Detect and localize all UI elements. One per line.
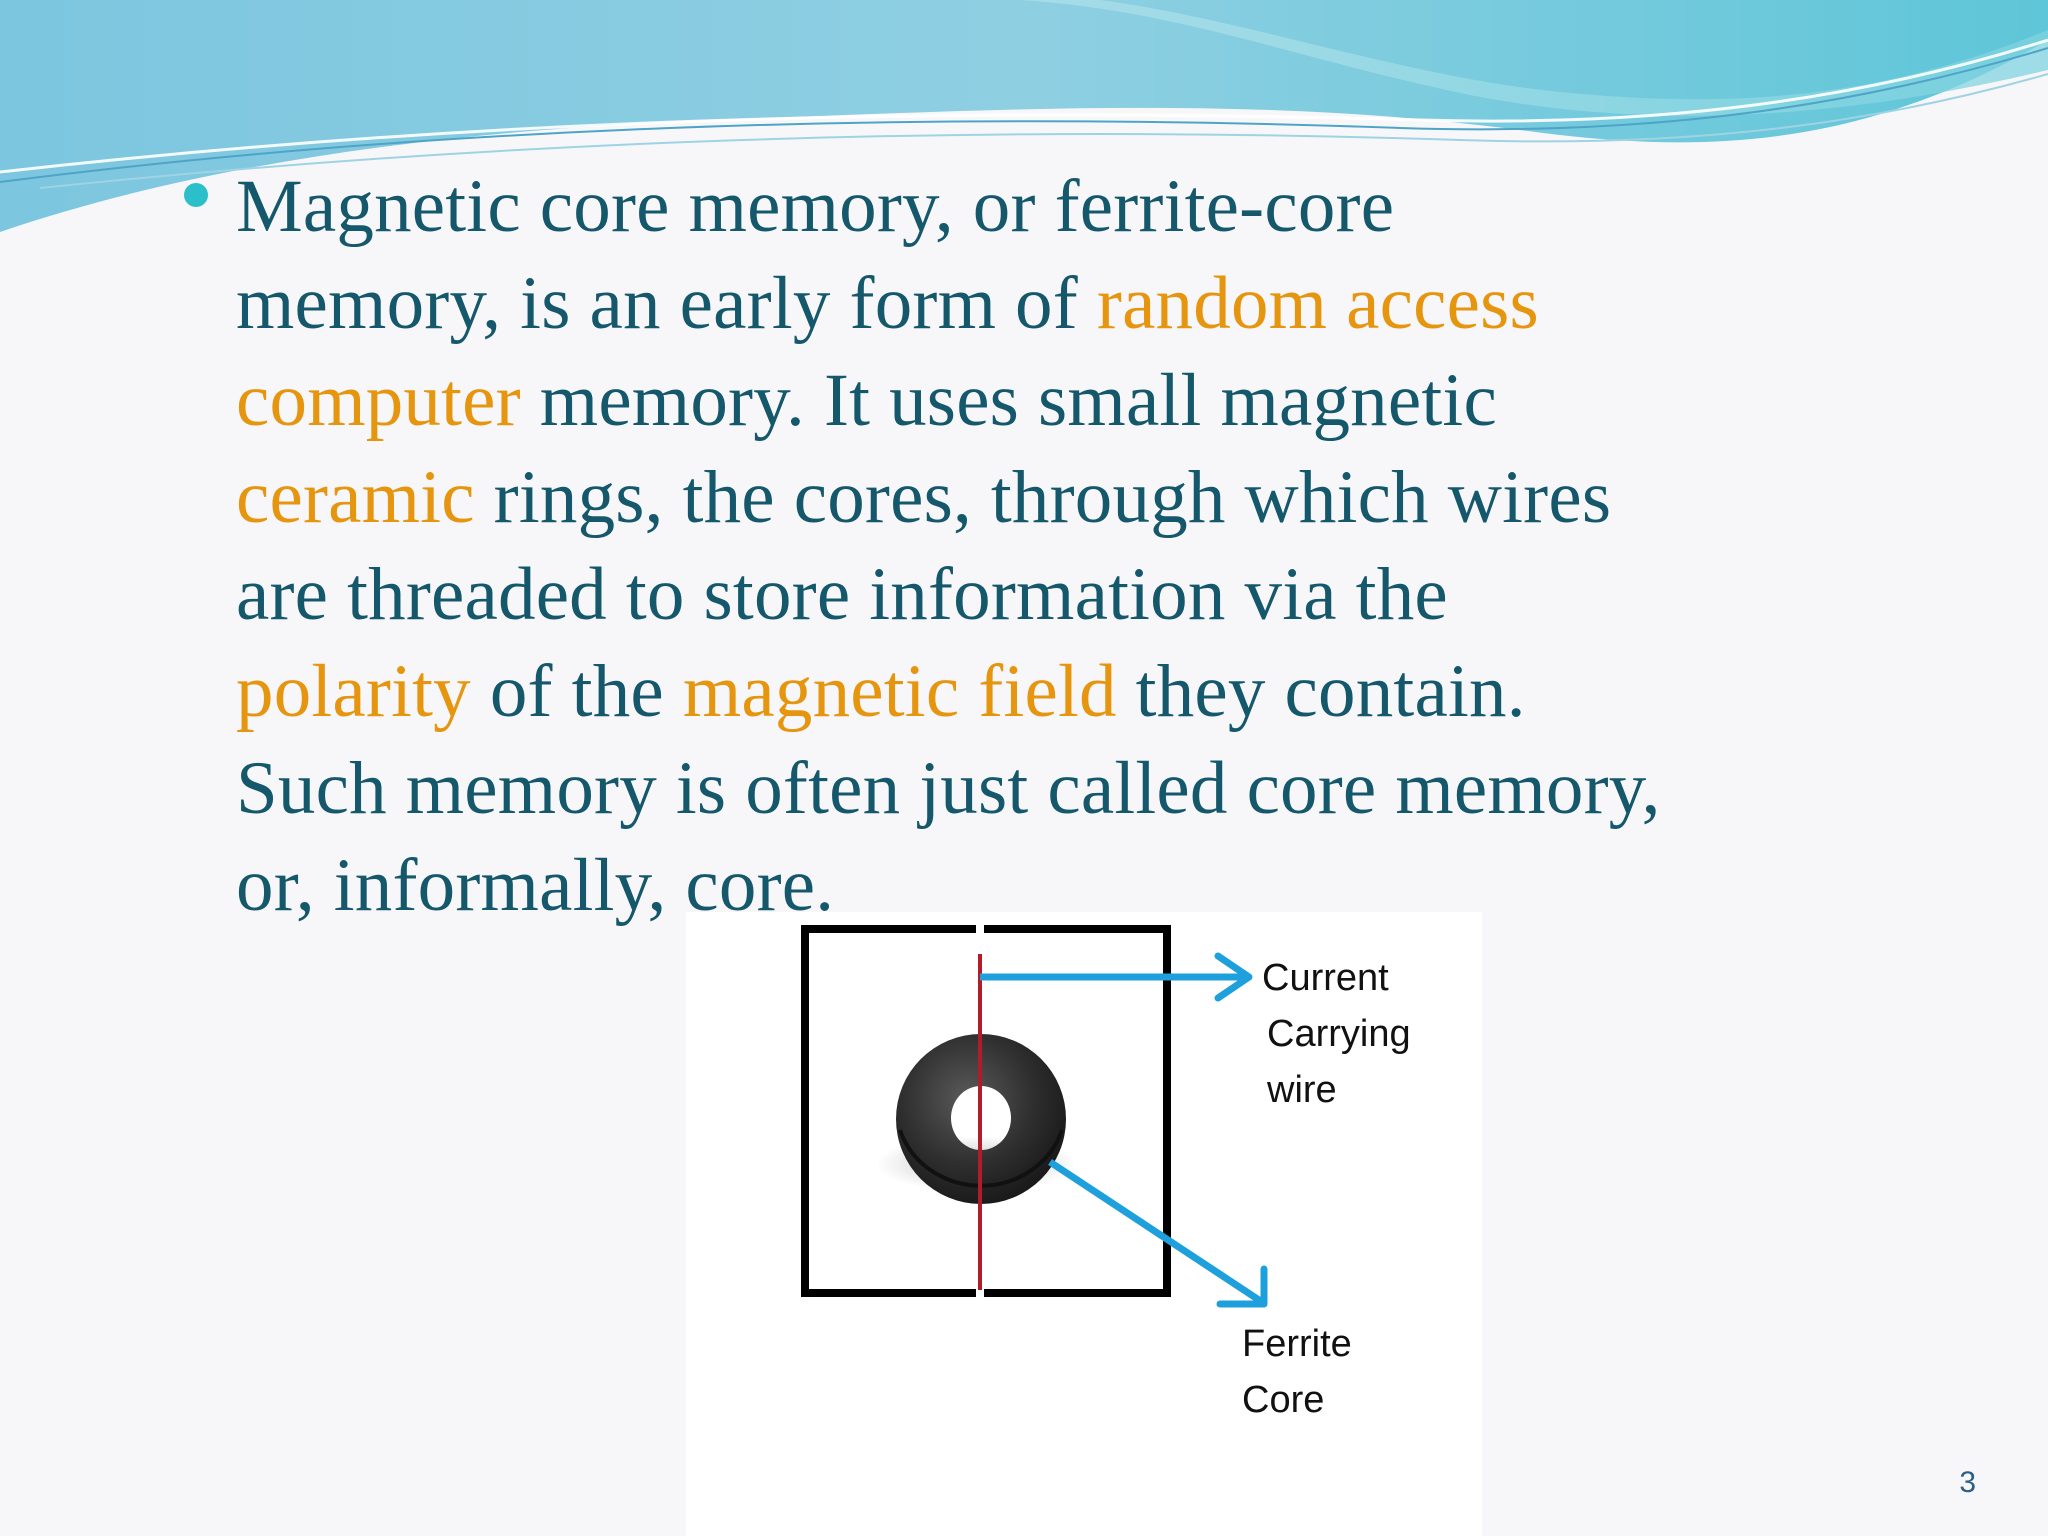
wave-line-2 bbox=[0, 38, 2048, 174]
wave-band-back bbox=[0, 0, 2048, 232]
diagram-frame bbox=[801, 925, 1171, 1297]
body-text-segment: Such memory is often just called core me… bbox=[236, 747, 1661, 830]
wave-band-front bbox=[0, 0, 2048, 116]
wave-header-decoration bbox=[0, 0, 2048, 232]
core-pointer-arrow-line bbox=[1048, 1159, 1264, 1305]
wave-line-1 bbox=[0, 47, 2048, 183]
wire-frame-gap-top bbox=[976, 922, 984, 936]
wire-label-line: Carrying bbox=[1267, 1013, 1411, 1055]
wire-pointer-arrowhead bbox=[1214, 952, 1253, 1002]
wire-frame-gap-bottom bbox=[976, 1286, 984, 1300]
paragraph-line: Magnetic core memory, or ferrite-core bbox=[236, 158, 1916, 255]
paragraph-line: are threaded to store information via th… bbox=[236, 546, 1916, 643]
body-text-segment: rings, the cores, through which wires bbox=[474, 456, 1612, 539]
ferrite-core-ring bbox=[896, 1034, 1066, 1204]
paragraph-line: polarity of the magnetic field they cont… bbox=[236, 643, 1916, 740]
bullet-point-icon bbox=[184, 183, 208, 207]
wave-line-3 bbox=[39, 73, 2048, 189]
core-label-line: Ferrite bbox=[1242, 1323, 1352, 1365]
body-text-segment: Magnetic core memory, or ferrite-core bbox=[236, 165, 1395, 248]
core-pointer-arrowhead bbox=[1216, 1265, 1268, 1308]
hyperlink-text[interactable]: polarity bbox=[236, 650, 471, 733]
body-text-segment: of the bbox=[470, 650, 683, 733]
ferrite-core-diagram: Current Carrying wire Ferrite Core bbox=[686, 912, 1482, 1536]
paragraph-line: memory, is an early form of random acces… bbox=[236, 255, 1916, 352]
wire-label-line: Current bbox=[1262, 957, 1389, 999]
wire-label: Current Carrying wire bbox=[1262, 950, 1411, 1118]
hyperlink-text[interactable]: magnetic field bbox=[682, 650, 1117, 733]
paragraph-line: ceramic rings, the cores, through which … bbox=[236, 449, 1916, 546]
body-text-segment: memory. It uses small magnetic bbox=[520, 359, 1497, 442]
core-label: Ferrite Core bbox=[1242, 1316, 1352, 1428]
hyperlink-text[interactable]: random access bbox=[1096, 262, 1539, 345]
paragraph-line: computer memory. It uses small magnetic bbox=[236, 352, 1916, 449]
wire-label-line: wire bbox=[1267, 1069, 1337, 1111]
core-label-line: Core bbox=[1242, 1379, 1325, 1421]
page-number: 3 bbox=[1959, 1466, 1976, 1499]
hyperlink-text[interactable]: ceramic bbox=[236, 456, 475, 539]
body-text-segment: memory, is an early form of bbox=[236, 262, 1097, 345]
diagram-graphics bbox=[801, 922, 1268, 1308]
body-text-segment: they contain. bbox=[1116, 650, 1526, 733]
body-text-segment: are threaded to store information via th… bbox=[236, 553, 1448, 636]
paragraph-line: Such memory is often just called core me… bbox=[236, 740, 1916, 837]
hyperlink-text[interactable]: computer bbox=[236, 359, 521, 442]
